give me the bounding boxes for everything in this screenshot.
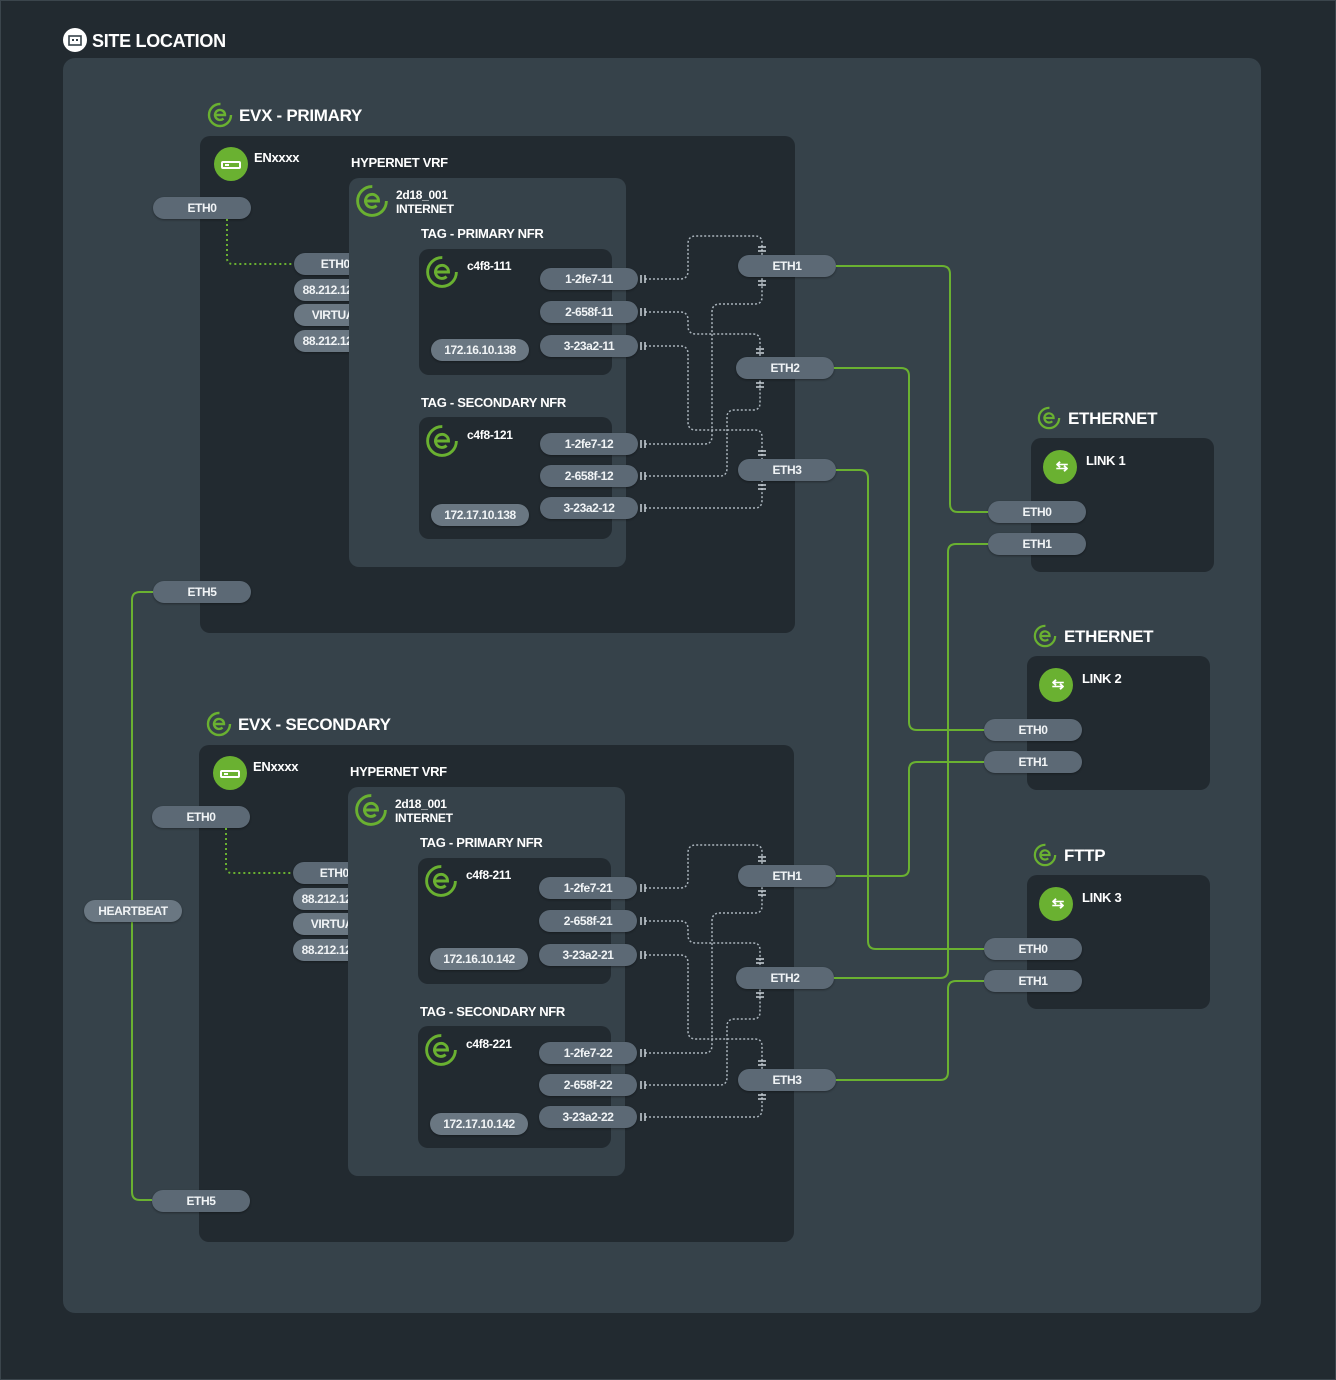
evx-primary-eth0[interactable]: ETH0: [153, 197, 251, 219]
node-logo-icon: [426, 425, 458, 457]
evx-secondary-eth2[interactable]: ETH2: [736, 967, 834, 989]
evx-secondary-node-221-ip: 172.17.10.142: [430, 1113, 528, 1135]
evx-secondary-node-211: c4f8-211: [466, 868, 511, 882]
evx-secondary-eth1[interactable]: ETH1: [738, 865, 836, 887]
evx-secondary-device-name: ENxxxx: [253, 759, 299, 774]
node-logo-icon: [425, 865, 457, 897]
link2-eth0[interactable]: ETH0: [984, 719, 1082, 741]
vrf-logo-icon: [356, 185, 388, 217]
evx-secondary-port-2-658f-22[interactable]: 2-658f-22: [539, 1074, 637, 1096]
link2-name: LINK 2: [1082, 671, 1122, 686]
evx-primary-port-2-658f-12[interactable]: 2-658f-12: [540, 465, 638, 487]
evx-primary-port-1-2fe7-11[interactable]: 1-2fe7-11: [540, 268, 638, 290]
fttp-logo-icon: [1033, 843, 1057, 867]
evx-primary-vrf-name-1: 2d18_001: [396, 188, 448, 202]
evx-secondary-vrf-title: HYPERNET VRF: [350, 764, 447, 779]
evx-secondary-node-221: c4f8-221: [466, 1037, 512, 1051]
vrf-logo-icon: [355, 794, 387, 826]
evx-secondary-title: EVX - SECONDARY: [238, 715, 391, 734]
evx-primary-node-111-ip: 172.16.10.138: [431, 339, 529, 361]
evx-primary-logo-icon: [207, 102, 233, 128]
link1-eth0[interactable]: ETH0: [988, 501, 1086, 523]
link3-name: LINK 3: [1082, 890, 1122, 905]
site-title: SITE LOCATION: [92, 31, 226, 51]
link-arrows-icon: ⇆: [1039, 668, 1073, 702]
link3-eth1[interactable]: ETH1: [984, 970, 1082, 992]
link1-type: ETHERNET: [1068, 409, 1158, 428]
ethernet-logo-icon: [1033, 624, 1057, 648]
link3-type: FTTP: [1064, 846, 1106, 865]
link-arrows-icon: ⇆: [1043, 450, 1077, 484]
link2-type: ETHERNET: [1064, 627, 1154, 646]
evx-primary-port-1-2fe7-12[interactable]: 1-2fe7-12: [540, 433, 638, 455]
evx-secondary-vrf-name-2: INTERNET: [395, 811, 453, 825]
evx-primary-port-2-658f-11[interactable]: 2-658f-11: [540, 301, 638, 323]
evx-secondary-port-1-2fe7-22[interactable]: 1-2fe7-22: [539, 1042, 637, 1064]
evx-primary-eth3[interactable]: ETH3: [738, 459, 836, 481]
evx-primary-tag-secondary-title: TAG - SECONDARY NFR: [421, 395, 567, 410]
evx-primary-vrf-name-2: INTERNET: [396, 202, 454, 216]
link1-name: LINK 1: [1086, 453, 1126, 468]
evx-primary-device-name: ENxxxx: [254, 150, 300, 165]
evx-secondary-port-3-23a2-22[interactable]: 3-23a2-22: [539, 1106, 637, 1128]
node-logo-icon: [426, 256, 458, 288]
ethernet-logo-icon: [1037, 406, 1061, 430]
evx-primary-tag-primary-title: TAG - PRIMARY NFR: [421, 226, 544, 241]
evx-secondary-eth0[interactable]: ETH0: [152, 806, 250, 828]
link2-eth1[interactable]: ETH1: [984, 751, 1082, 773]
link1-eth1[interactable]: ETH1: [988, 533, 1086, 555]
link-arrows-icon: ⇆: [1039, 887, 1073, 921]
evx-primary-eth5[interactable]: ETH5: [153, 581, 251, 603]
evx-secondary-eth5[interactable]: ETH5: [152, 1190, 250, 1212]
node-logo-icon: [425, 1034, 457, 1066]
evx-secondary-eth3[interactable]: ETH3: [738, 1069, 836, 1091]
router-icon: [214, 147, 248, 181]
heartbeat-label: HEARTBEAT: [84, 900, 182, 922]
evx-primary-vrf-title: HYPERNET VRF: [351, 155, 448, 170]
evx-primary-port-3-23a2-12[interactable]: 3-23a2-12: [540, 497, 638, 519]
evx-secondary-logo-icon: [206, 711, 232, 737]
evx-secondary-port-2-658f-21[interactable]: 2-658f-21: [539, 910, 637, 932]
evx-primary-eth2[interactable]: ETH2: [736, 357, 834, 379]
evx-secondary-vrf-name-1: 2d18_001: [395, 797, 447, 811]
site-icon: [63, 28, 87, 52]
evx-primary-node-111: c4f8-111: [467, 259, 512, 273]
evx-primary-node-121-ip: 172.17.10.138: [431, 504, 529, 526]
link3-eth0[interactable]: ETH0: [984, 938, 1082, 960]
evx-secondary-node-211-ip: 172.16.10.142: [430, 948, 528, 970]
evx-primary-node-121: c4f8-121: [467, 428, 513, 442]
evx-secondary-port-1-2fe7-21[interactable]: 1-2fe7-21: [539, 877, 637, 899]
evx-secondary-tag-primary-title: TAG - PRIMARY NFR: [420, 835, 543, 850]
evx-secondary-tag-secondary-title: TAG - SECONDARY NFR: [420, 1004, 566, 1019]
evx-primary-eth1[interactable]: ETH1: [738, 255, 836, 277]
evx-primary-port-3-23a2-11[interactable]: 3-23a2-11: [540, 335, 638, 357]
evx-primary-title: EVX - PRIMARY: [239, 106, 362, 125]
router-icon: [213, 756, 247, 790]
evx-secondary-port-3-23a2-21[interactable]: 3-23a2-21: [539, 944, 637, 966]
